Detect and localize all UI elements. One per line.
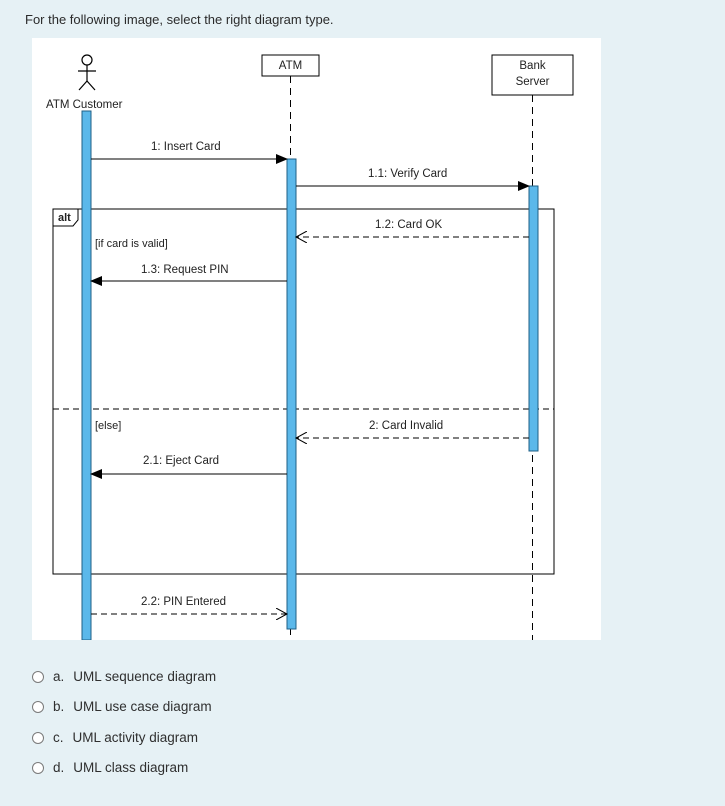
radio-b[interactable] [32,701,44,713]
alt-fragment-tab [52,208,79,227]
radio-c[interactable] [32,731,44,744]
bank-server-label-line2: Server [516,76,550,88]
actor-activation-bar [81,110,92,640]
option-a-label: UML sequence diagram [73,668,217,684]
option-b-label: UML use case diagram [73,699,212,714]
actor-label: ATM Customer [46,99,123,111]
option-d[interactable]: d. UML class diagram [32,758,216,778]
alt-fragment-frame [52,208,555,575]
message-eject-card-label: 2.1: Eject Card [143,455,219,467]
option-c-letter: c. [53,729,64,745]
message-insert-card-label: 1: Insert Card [151,141,221,153]
option-c[interactable]: c. UML activity diagram [32,727,216,747]
radio-d[interactable] [32,762,44,774]
atm-lifeline-label: ATM [279,60,302,72]
guard-else: [else] [95,420,121,432]
sequence-diagram-image: ATM Customer ATM Bank Server alt 1: Inse… [32,38,601,640]
message-request-pin-label: 1.3: Request PIN [141,264,229,276]
actor-stick-figure-icon [78,54,96,91]
question-text: For the following image, select the righ… [25,12,334,27]
bank-server-lifeline-header [491,54,574,96]
alt-fragment-label: alt [58,212,71,224]
guard-card-valid: [if card is valid] [95,238,168,250]
message-verify-card-label: 1.1: Verify Card [368,168,447,180]
option-d-letter: d. [53,760,65,775]
message-pin-entered-label: 2.2: PIN Entered [141,596,226,608]
option-a-letter: a. [53,668,65,684]
answer-options: a. UML sequence diagram b. UML use case … [32,666,216,788]
message-card-ok-label: 1.2: Card OK [375,219,442,231]
option-a[interactable]: a. UML sequence diagram [32,666,216,686]
option-d-label: UML class diagram [73,760,189,775]
option-b[interactable]: b. UML use case diagram [32,697,216,717]
option-c-label: UML activity diagram [72,729,199,745]
sequence-diagram-svg: ATM Customer ATM Bank Server alt 1: Inse… [46,54,574,640]
bank-server-activation-bar [528,185,539,452]
radio-a[interactable] [32,670,44,683]
bank-server-label-line1: Bank [519,60,545,72]
option-b-letter: b. [53,699,65,714]
atm-activation-bar [286,158,297,630]
message-card-invalid-label: 2: Card Invalid [369,420,443,432]
